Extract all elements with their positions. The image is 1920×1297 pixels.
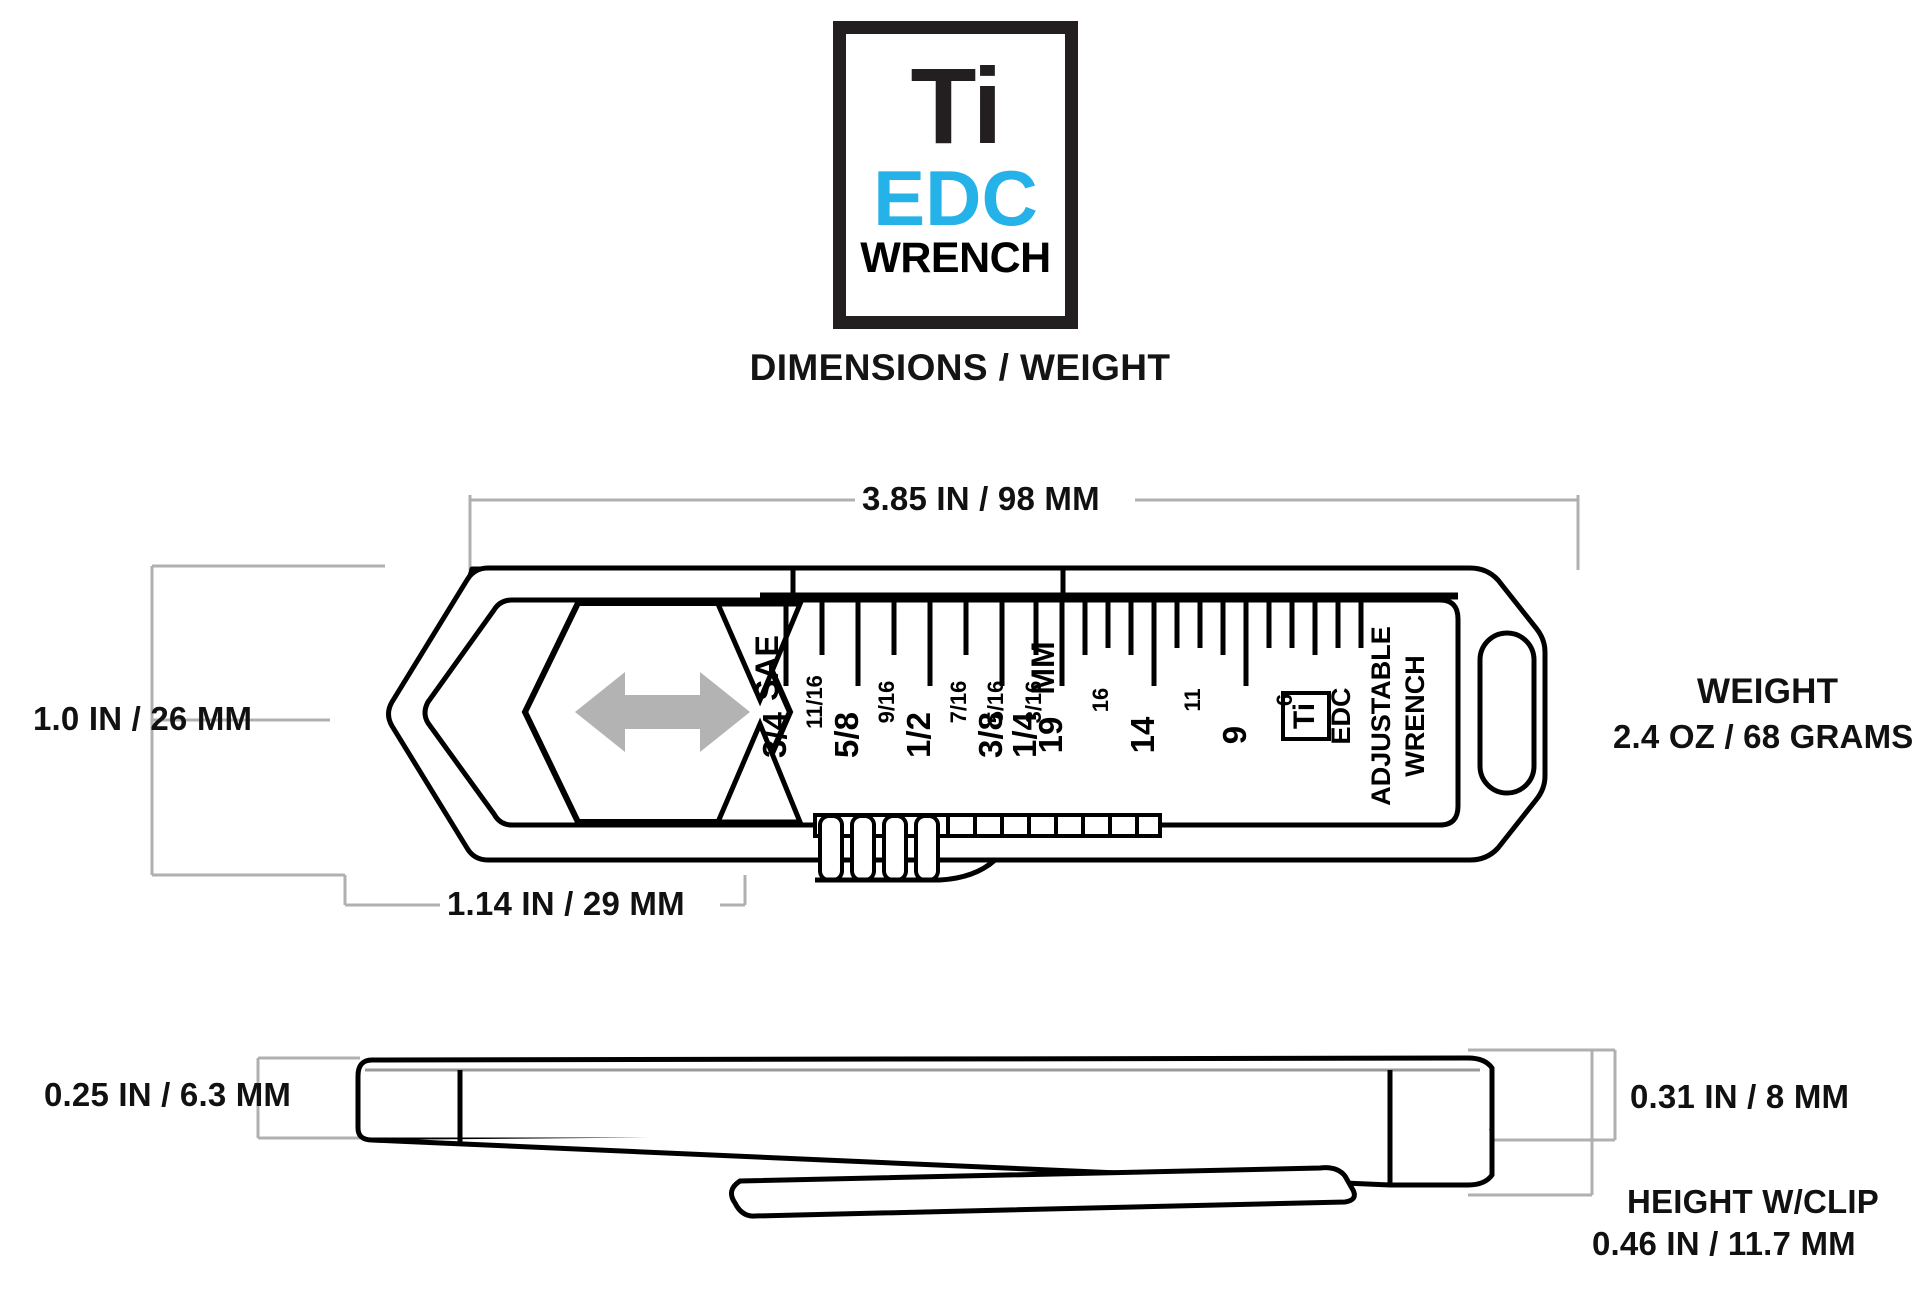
svg-text:11/16: 11/16 bbox=[802, 675, 827, 729]
logo-text-edc: EDC bbox=[873, 154, 1038, 243]
svg-text:1/4: 1/4 bbox=[1006, 711, 1043, 758]
dim-label-height-with-clip: HEIGHT W/CLIP bbox=[1627, 1183, 1879, 1220]
svg-text:5/16: 5/16 bbox=[983, 681, 1008, 724]
mm-minor-labels: 16 11 6 bbox=[1088, 688, 1297, 712]
face-text-edc: EDC bbox=[1326, 687, 1356, 744]
svg-text:9: 9 bbox=[1216, 726, 1253, 744]
lanyard-slot bbox=[1477, 630, 1537, 796]
sae-minor-labels: 11/16 9/16 7/16 5/16 3/16 bbox=[802, 675, 1046, 729]
dim-label-height: 1.0 IN / 26 MM bbox=[33, 700, 253, 737]
logo-text-wrench: WRENCH bbox=[860, 234, 1051, 283]
dim-label-overall-length: 3.85 IN / 98 MM bbox=[862, 480, 1100, 517]
pocket-clip bbox=[728, 1165, 1357, 1219]
wrench-side-view bbox=[355, 1055, 1495, 1219]
mm-major-labels: 19 14 9 bbox=[1032, 716, 1253, 753]
jaw-notch-lower bbox=[714, 717, 804, 825]
logo-text-ti: Ti bbox=[910, 45, 1002, 166]
sae-major-labels: 3/4 5/8 1/2 3/8 1/4 bbox=[756, 711, 1043, 758]
dim-label-jaw-width: 1.14 IN / 29 MM bbox=[447, 885, 685, 922]
face-text-wrench: WRENCH bbox=[1400, 655, 1430, 777]
svg-text:19: 19 bbox=[1032, 717, 1069, 754]
face-brand-badge: Ti bbox=[1281, 691, 1331, 741]
weight-heading: WEIGHT bbox=[1697, 672, 1839, 711]
svg-text:3/4: 3/4 bbox=[756, 711, 793, 758]
svg-text:1/2: 1/2 bbox=[900, 712, 937, 758]
face-text-adjustable: ADJUSTABLE bbox=[1366, 626, 1396, 806]
mm-scale-label: MM bbox=[1025, 641, 1061, 694]
sae-scale-label: SAE bbox=[749, 635, 785, 701]
svg-text:6: 6 bbox=[1272, 694, 1297, 706]
adjustment-wheel bbox=[813, 813, 1400, 883]
wrench-plan-view: Ti EDC ADJUSTABLE WRENCH SAE MM 3/4 5/8 … bbox=[386, 565, 1548, 883]
dim-label-thickness-left: 0.25 IN / 6.3 MM bbox=[44, 1076, 292, 1113]
adjustable-arrow-icon bbox=[575, 672, 750, 752]
weight-value: 2.4 OZ / 68 GRAMS bbox=[1613, 718, 1914, 755]
svg-text:Ti: Ti bbox=[1288, 703, 1321, 729]
dim-label-thickness-right: 0.31 IN / 8 MM bbox=[1630, 1078, 1850, 1115]
svg-text:9/16: 9/16 bbox=[874, 681, 899, 724]
svg-text:3/16: 3/16 bbox=[1021, 681, 1046, 724]
svg-text:3/8: 3/8 bbox=[972, 712, 1009, 758]
svg-text:11: 11 bbox=[1180, 688, 1205, 711]
svg-text:7/16: 7/16 bbox=[946, 681, 971, 724]
brand-logo: Ti EDC WRENCH bbox=[833, 21, 1078, 329]
jaw-notch-upper bbox=[714, 601, 804, 707]
mm-scale-ticks bbox=[1059, 600, 1364, 686]
sae-scale-ticks bbox=[783, 600, 1039, 686]
dim-label-height-with-clip-value: 0.46 IN / 11.7 MM bbox=[1592, 1225, 1856, 1262]
svg-text:14: 14 bbox=[1124, 716, 1161, 753]
page-title: DIMENSIONS / WEIGHT bbox=[749, 347, 1171, 388]
svg-text:16: 16 bbox=[1088, 688, 1113, 712]
svg-text:5/8: 5/8 bbox=[828, 712, 865, 758]
